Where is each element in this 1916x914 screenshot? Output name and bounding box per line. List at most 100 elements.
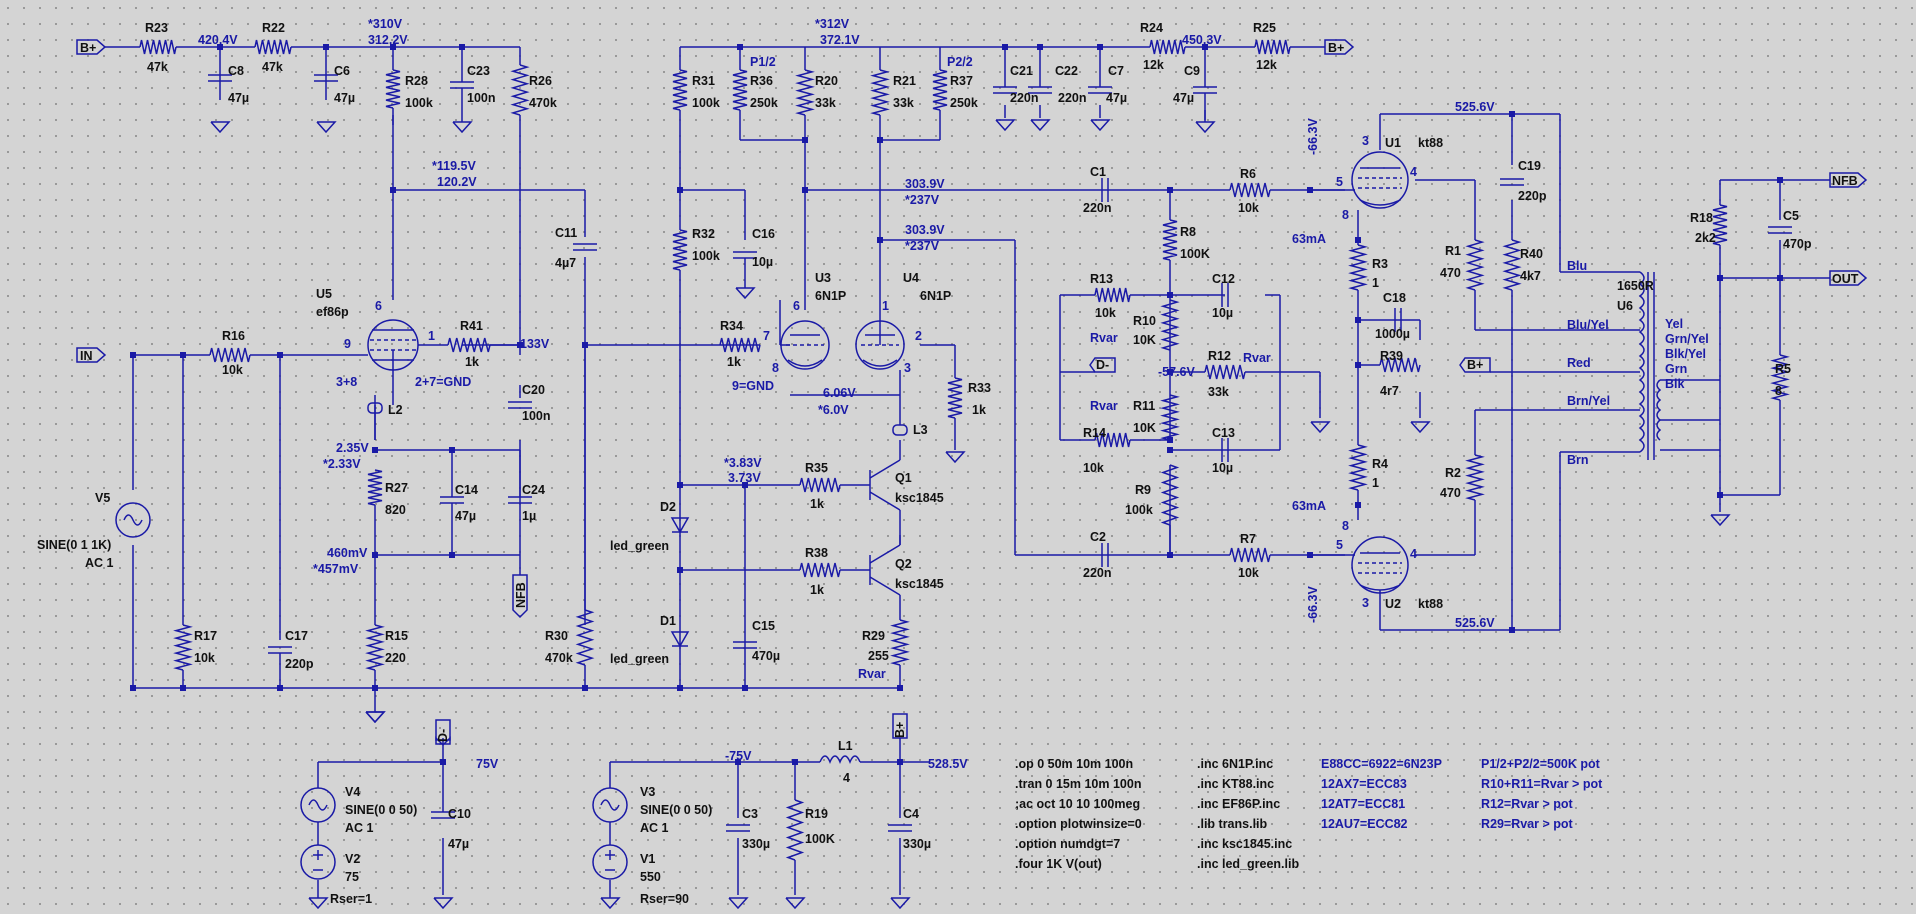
c3-ref: C3: [742, 807, 758, 821]
port-in: IN: [76, 347, 107, 363]
spice-include: .lib trans.lib: [1197, 817, 1268, 831]
r22-value: 47k: [262, 60, 283, 74]
capacitor-c3: [726, 824, 750, 832]
c2-value: 220n: [1083, 566, 1112, 580]
r1-ref: R1: [1445, 244, 1461, 258]
r18-value: 2k2: [1695, 231, 1716, 245]
resistor-r31: [672, 69, 688, 111]
pin-number: 3: [1362, 596, 1369, 610]
r10-value: 10K: [1133, 333, 1156, 347]
r26-ref: R26: [529, 74, 552, 88]
resistor-r28: [385, 69, 401, 109]
tube-equivalent-note: 12AU7=ECC82: [1321, 817, 1408, 831]
v5-value: SINE(0 1 1K): [37, 538, 111, 552]
r10-rvar: Rvar: [1090, 331, 1118, 345]
r12-ref: R12: [1208, 349, 1231, 363]
pin-number: 4: [1410, 165, 1417, 179]
c11-ref: C11: [555, 226, 577, 240]
voltage-annotation: *237V: [905, 193, 940, 207]
resistor-r18: [1712, 204, 1728, 246]
q2-ref: Q2: [895, 557, 912, 571]
source-v5: [115, 502, 151, 538]
voltage-annotation: 450.3V: [1182, 33, 1222, 47]
pin-number: 6: [793, 299, 800, 313]
voltage-annotation: 312.2V: [368, 33, 408, 47]
capacitor-c20: [508, 401, 532, 409]
q1-value: ksc1845: [895, 491, 944, 505]
port-label: D-: [1096, 358, 1109, 372]
spice-include: .inc 6N1P.inc: [1197, 757, 1273, 771]
pin-number: 3: [904, 361, 911, 375]
resistor-r20: [795, 69, 815, 116]
ground-symbol: [600, 897, 621, 910]
c11-value: 4µ7: [555, 256, 576, 270]
voltage-annotation: *119.5V: [432, 159, 476, 173]
transformer-wire-label: Blu/Yel: [1567, 318, 1609, 332]
c15-value: 470µ: [752, 649, 780, 663]
capacitor-c11: [573, 243, 597, 251]
voltage-annotation: 63mA: [1292, 232, 1326, 246]
capacitor-c2: [1101, 543, 1109, 567]
pin-number: 1: [882, 299, 889, 313]
r33-value: 1k: [972, 403, 986, 417]
capacitor-c6: [314, 74, 338, 82]
c24-value: 1µ: [522, 509, 536, 523]
resistor-r15: [365, 624, 385, 671]
l1-value: 4: [843, 771, 850, 785]
r2-ref: R2: [1445, 466, 1461, 480]
transformer-wire-label: Brn/Yel: [1567, 394, 1610, 408]
c23-value: 100n: [467, 91, 496, 105]
r39-ref: R39: [1380, 349, 1403, 363]
c21-value: 220n: [1010, 91, 1039, 105]
ground-symbol: [433, 897, 454, 910]
pin-number: 8: [1342, 519, 1349, 533]
r39-value: 4r7: [1380, 384, 1399, 398]
resistor-r3: [1348, 244, 1368, 291]
r20-ref: R20: [815, 74, 838, 88]
c1-ref: C1: [1090, 165, 1106, 179]
v5-ref: V5: [95, 491, 110, 505]
port-bplus-3: B+: [1459, 357, 1491, 373]
transformer-wire-label: Red: [1567, 356, 1591, 370]
spice-include: .inc EF86P.inc: [1197, 797, 1280, 811]
r9-ref: R9: [1135, 483, 1151, 497]
r13-ref: R13: [1090, 272, 1113, 286]
diode-d2: [670, 517, 690, 534]
voltage-annotation: *3.83V: [724, 456, 762, 470]
r23-value: 47k: [147, 60, 168, 74]
ground-symbol: [1710, 514, 1731, 527]
r4-value: 1: [1372, 476, 1379, 490]
ground-symbol: [728, 897, 749, 910]
source-v2: [300, 844, 336, 880]
port-label: OUT: [1832, 272, 1859, 286]
resistor-r29: [890, 619, 910, 666]
voltage-annotation: 120.2V: [437, 175, 477, 189]
ground-symbol: [365, 711, 386, 724]
v2-value: 75: [345, 870, 359, 884]
pin-number: 3+8: [336, 375, 357, 389]
c1-value: 220n: [1083, 201, 1112, 215]
voltage-annotation: *2.33V: [323, 457, 361, 471]
r15-value: 220: [385, 651, 406, 665]
r34-ref: R34: [720, 319, 743, 333]
port-bplus-2: B+: [1324, 39, 1355, 55]
c13-value: 10µ: [1212, 461, 1233, 475]
c18-value: 1000µ: [1375, 327, 1410, 341]
capacitor-c4: [888, 824, 912, 832]
port-dminus-1: D-: [1089, 357, 1116, 373]
pot-note: P1/2+P2/2=500K pot: [1481, 757, 1601, 771]
r17-ref: R17: [194, 629, 217, 643]
pin-number: P2/2: [947, 55, 973, 69]
tube-equivalent-note: E88CC=6922=6N23P: [1321, 757, 1442, 771]
resistor-r6: [1229, 182, 1271, 198]
resistor-r35: [799, 477, 841, 493]
r7-ref: R7: [1240, 532, 1256, 546]
v4-ac: AC 1: [345, 821, 374, 835]
r7-value: 10k: [1238, 566, 1259, 580]
r31-value: 100k: [692, 96, 720, 110]
c14-ref: C14: [455, 483, 478, 497]
r38-value: 1k: [810, 583, 824, 597]
pin-number: 3: [1362, 134, 1369, 148]
voltage-annotation: 133V: [520, 337, 550, 351]
r24-value: 12k: [1143, 58, 1164, 72]
